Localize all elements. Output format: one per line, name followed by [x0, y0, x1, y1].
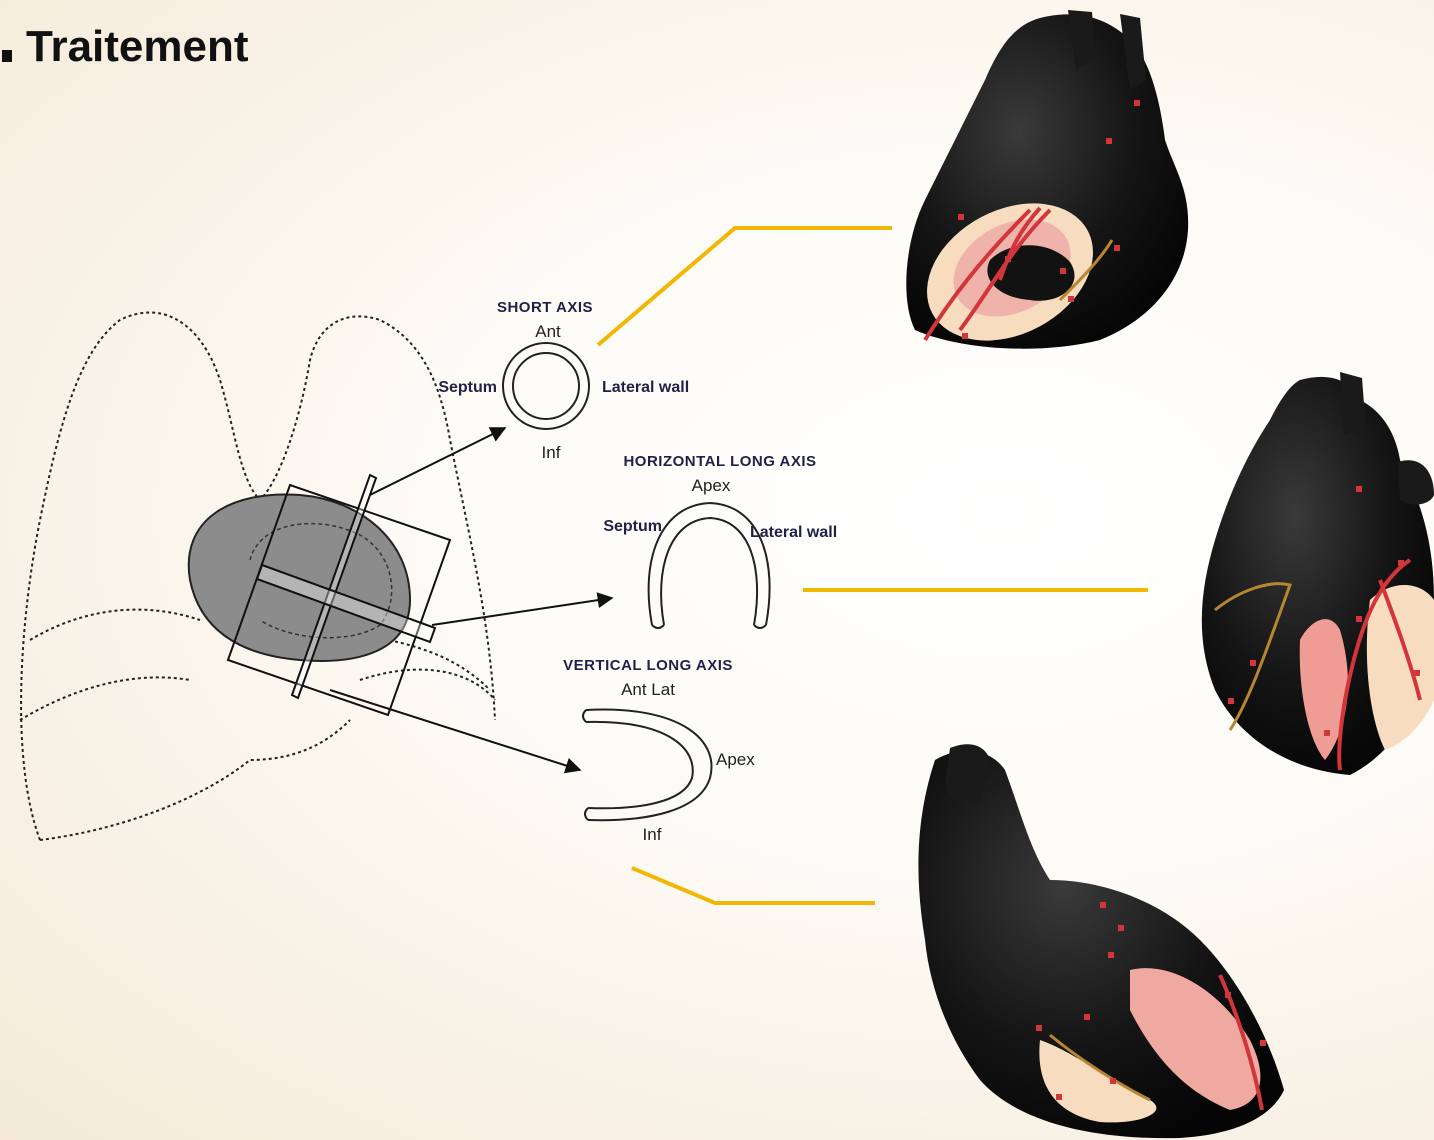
- short-axis-septum-label: Septum: [438, 379, 497, 396]
- vertical-axis-inf-label: Inf: [643, 825, 662, 844]
- heart-illustration-short-axis: [903, 10, 1188, 368]
- short-axis-ant-label: Ant: [535, 322, 561, 341]
- horizontal-axis-lateral-label: Lateral wall: [750, 524, 837, 541]
- heart-illustration-horizontal-axis: [1202, 372, 1434, 775]
- horizontal-axis-heading: HORIZONTAL LONG AXIS: [623, 453, 816, 470]
- short-axis-inf-label: Inf: [542, 443, 561, 462]
- short-axis-heading: SHORT AXIS: [497, 299, 593, 316]
- vertical-axis-apex-label: Apex: [716, 750, 755, 769]
- horizontal-axis-septum-label: Septum: [603, 518, 662, 535]
- vertical-axis-heading: VERTICAL LONG AXIS: [563, 657, 733, 674]
- vertical-long-axis-view: VERTICAL LONG AXIS Ant Lat Apex Inf: [563, 657, 755, 844]
- horizontal-axis-apex-label: Apex: [692, 476, 731, 495]
- short-axis-view: SHORT AXIS Ant Septum Lateral wall Inf: [438, 299, 689, 462]
- heart-slice-model: [189, 475, 450, 715]
- short-axis-lateral-label: Lateral wall: [602, 379, 689, 396]
- heart-illustration-vertical-axis: [918, 744, 1284, 1138]
- horizontal-long-axis-view: HORIZONTAL LONG AXIS Apex Septum Lateral…: [603, 453, 837, 628]
- vertical-axis-antlat-label: Ant Lat: [621, 680, 675, 699]
